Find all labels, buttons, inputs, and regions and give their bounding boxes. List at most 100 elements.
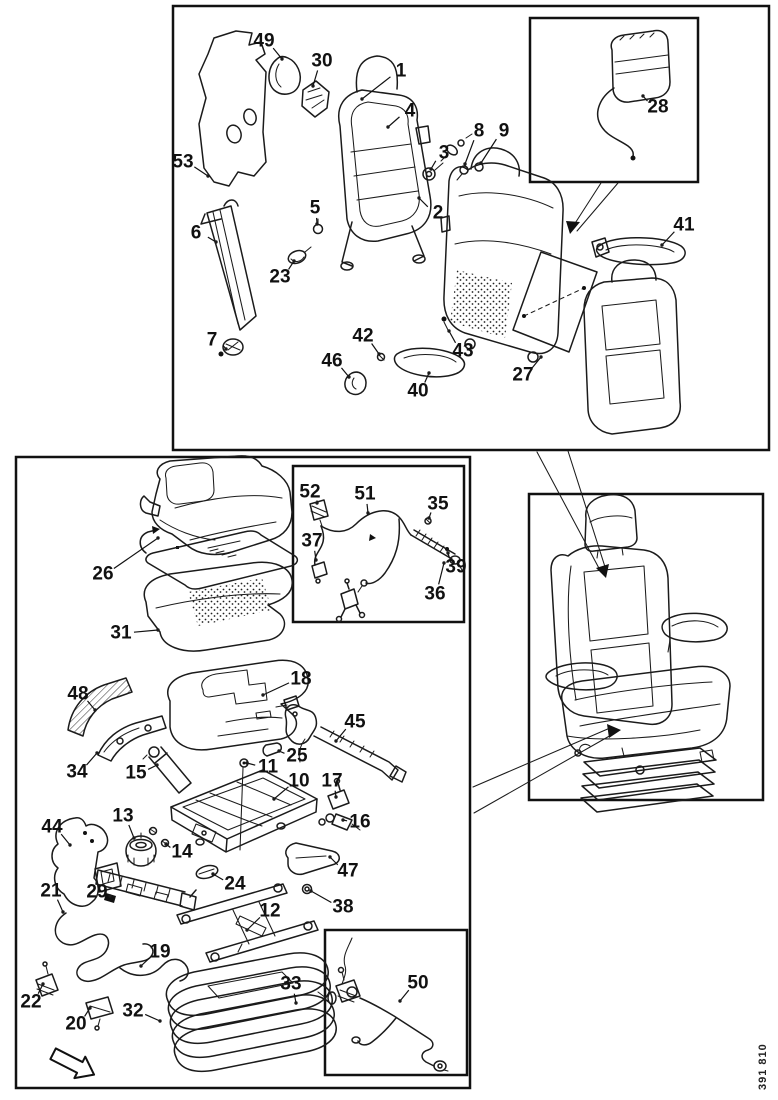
part-leader-dot-4	[386, 125, 390, 129]
part-label-40: 40	[407, 381, 428, 402]
part-leader-dot-6	[214, 240, 218, 244]
damper-15	[142, 746, 192, 794]
clips-5-23	[287, 218, 324, 265]
part-leader-1	[361, 76, 391, 100]
part-leader-13	[128, 824, 135, 839]
part-leader-dot-16	[341, 818, 345, 822]
inset-callout-wedge	[566, 182, 619, 234]
part-leader-9	[480, 138, 497, 164]
part-leader-50	[399, 989, 410, 1002]
part-leader-dot-20	[88, 1006, 92, 1010]
part-leader-dot-45	[334, 739, 338, 743]
part-label-30: 30	[311, 51, 332, 72]
complete-seat-drawing	[472, 450, 731, 814]
part-label-27: 27	[512, 365, 533, 386]
part-label-36: 36	[424, 584, 445, 605]
part-label-1: 1	[396, 61, 407, 82]
headrest-inset-box-border	[528, 16, 700, 184]
part-leader-34	[85, 752, 98, 766]
part-leader-dot-49	[280, 57, 284, 61]
part-leader-dot-48	[93, 708, 97, 712]
part-leader-40	[424, 372, 430, 383]
part-label-18: 18	[290, 669, 311, 690]
side-trim-45	[284, 704, 407, 783]
part-leader-dot-3	[429, 167, 433, 171]
part-leader-44	[60, 833, 71, 846]
part-leader-31	[133, 629, 159, 633]
panel-27	[512, 251, 598, 353]
part-label-24: 24	[224, 874, 246, 895]
connectors-16-17	[318, 777, 361, 831]
part-leader-26	[113, 537, 159, 570]
section-borders	[14, 4, 771, 1090]
side-trim-40	[344, 316, 466, 396]
part-label-5: 5	[310, 198, 321, 219]
part-leader-46	[341, 367, 350, 378]
part-leader-dot-18	[261, 693, 265, 697]
part-leader-dot-39	[446, 551, 450, 555]
part-leader-32	[144, 1013, 161, 1022]
part-label-28: 28	[647, 97, 668, 118]
part-leader-dot-7	[224, 347, 228, 351]
part-label-34: 34	[66, 762, 88, 783]
part-leader-dot-47	[328, 855, 332, 859]
part-leader-dot-12	[245, 928, 249, 932]
part-label-44: 44	[41, 817, 63, 838]
harness-inset-box-border	[291, 464, 466, 624]
seat-rails-12	[176, 883, 319, 963]
part-leader-dot-51	[366, 511, 370, 515]
part-label-21: 21	[40, 881, 62, 902]
part-label-23: 23	[269, 267, 290, 288]
part-leader-dot-46	[347, 375, 351, 379]
part-leader-18	[262, 682, 290, 696]
foam-cushion-31	[143, 561, 293, 652]
armrest-41	[591, 237, 686, 266]
part-label-10: 10	[288, 771, 309, 792]
part-leader-dot-31	[156, 628, 160, 632]
cushion-box-border	[14, 455, 472, 1090]
part-leader-dot-14	[164, 842, 168, 846]
part-leader-24	[212, 873, 224, 881]
part-label-38: 38	[332, 897, 353, 918]
part-leader-dot-41	[660, 243, 664, 247]
part-leader-dot-30	[311, 84, 315, 88]
part-label-52: 52	[299, 482, 320, 503]
part-label-13: 13	[112, 806, 133, 827]
part-label-11: 11	[258, 757, 279, 778]
part-label-37: 37	[301, 531, 322, 552]
figure-number: 391 810	[757, 1043, 769, 1090]
side-panel-44	[51, 817, 197, 911]
part-leader-dot-37	[314, 558, 318, 562]
part-label-46: 46	[321, 351, 342, 372]
part-leader-2	[418, 197, 429, 208]
part-label-43: 43	[452, 341, 473, 362]
seat-armrests	[545, 612, 728, 691]
seat-suspension-base	[574, 743, 717, 813]
backrest-box-border	[171, 4, 771, 452]
part-leader-dot-44	[68, 843, 72, 847]
part-label-9: 9	[499, 121, 510, 142]
lower-harness-inset-box-border	[323, 928, 469, 1077]
part-label-19: 19	[149, 942, 170, 963]
part-label-7: 7	[207, 330, 218, 351]
back-panel-53	[198, 30, 267, 187]
part-leader-dot-13	[132, 836, 136, 840]
part-label-50: 50	[407, 973, 428, 994]
callout-wedges	[472, 450, 621, 814]
part-leader-21	[56, 899, 64, 913]
spacer-24-grommet-38	[195, 864, 313, 895]
bracket-30	[301, 80, 330, 118]
part-label-22: 22	[20, 992, 41, 1013]
part-leader-dot-27	[539, 355, 543, 359]
part-label-17: 17	[321, 771, 342, 792]
part-leader-dot-40	[427, 371, 431, 375]
part-leader-dot-10	[272, 797, 276, 801]
part-leader-dot-21	[61, 910, 65, 914]
part-leader-22	[37, 983, 44, 994]
part-leader-4	[387, 116, 400, 128]
part-leader-dot-35	[427, 516, 431, 520]
part-label-33: 33	[280, 974, 301, 995]
direction-arrow	[49, 1047, 96, 1080]
base-frame-10	[170, 769, 318, 853]
